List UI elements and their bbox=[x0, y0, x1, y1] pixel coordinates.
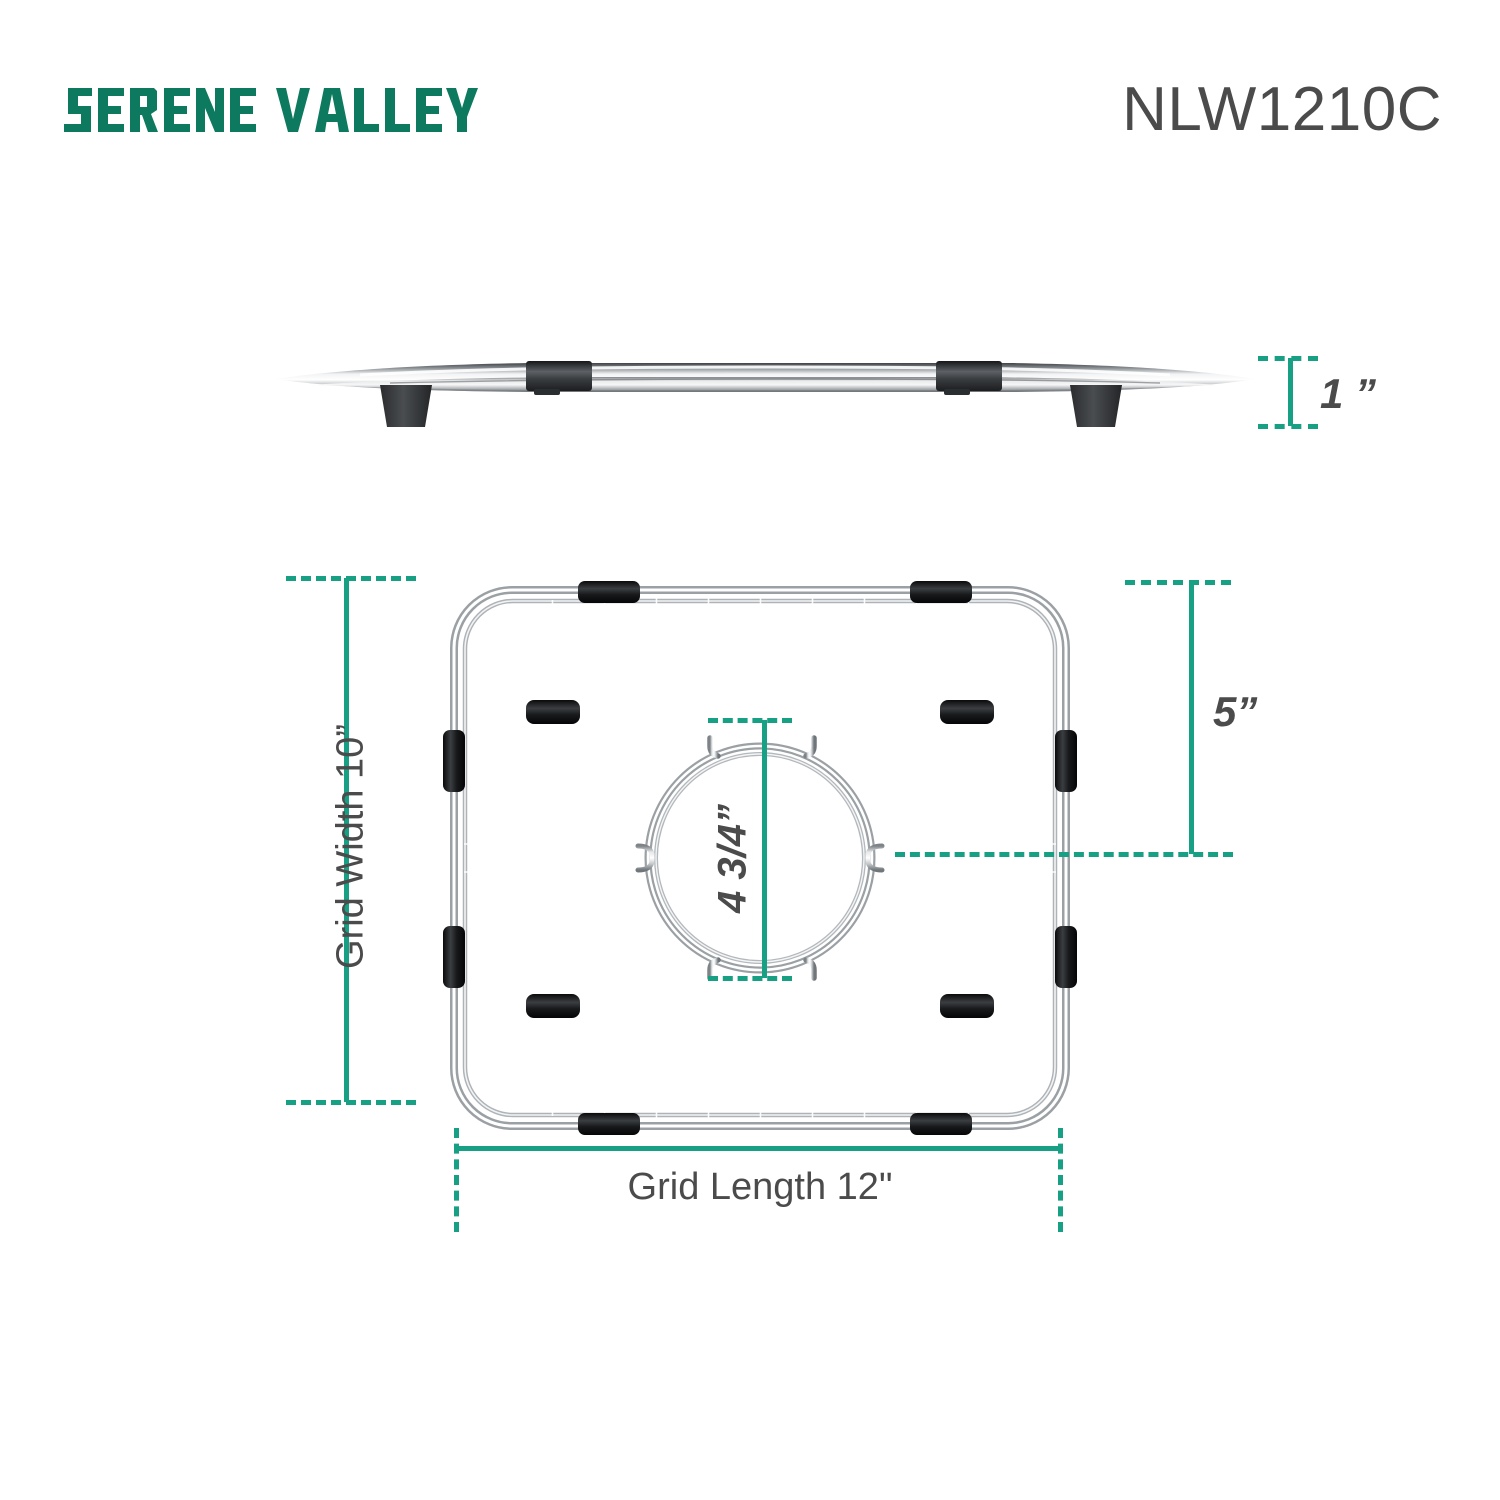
serene-valley-logo bbox=[58, 74, 478, 146]
dim-width-ext-top bbox=[286, 576, 416, 581]
dim-five-ext-bottom bbox=[895, 852, 1233, 857]
bumper-interior-top-right bbox=[940, 700, 994, 724]
model-number: NLW1210C bbox=[1122, 75, 1442, 144]
bumper-left-upper bbox=[443, 730, 465, 792]
dim-drain-line bbox=[762, 720, 767, 978]
dim-length-label: Grid Length 12" bbox=[627, 1166, 893, 1208]
dim-width-line bbox=[344, 578, 349, 1102]
dimension-grid-length: Grid Length 12" bbox=[440, 1128, 1090, 1248]
dim-drain-ext-bottom bbox=[708, 976, 792, 981]
side-profile-view bbox=[270, 335, 1260, 455]
bumper-left-lower bbox=[443, 926, 465, 988]
dimension-height: 1 ” bbox=[1258, 356, 1448, 432]
dim-height-line bbox=[1288, 358, 1293, 426]
dimension-drain-diameter: 4 3/4” bbox=[700, 718, 830, 998]
dim-height-label: 1 ” bbox=[1320, 370, 1377, 417]
dim-drain-label: 4 3/4” bbox=[710, 804, 755, 913]
dim-width-ext-bottom bbox=[286, 1100, 416, 1105]
dim-five-line bbox=[1189, 582, 1194, 854]
dim-five-label: 5” bbox=[1213, 688, 1258, 735]
bumper-top-right bbox=[910, 581, 972, 603]
top-plan-view bbox=[440, 578, 1080, 1138]
dim-five-ext-top bbox=[1125, 580, 1231, 585]
dim-width-label: Grid Width 10” bbox=[329, 724, 372, 969]
bumper-right-lower bbox=[1055, 926, 1077, 988]
bumper-interior-top-left bbox=[526, 700, 580, 724]
bumper-top-left bbox=[578, 581, 640, 603]
dim-drain-ext-top bbox=[708, 718, 792, 723]
dim-length-ext-right bbox=[1058, 1128, 1063, 1232]
bumper-interior-bottom-left bbox=[526, 994, 580, 1018]
dimension-grid-width: Grid Width 10” bbox=[286, 570, 436, 1130]
bumper-bottom-left bbox=[578, 1113, 640, 1135]
dim-height-ext-bottom bbox=[1258, 424, 1318, 429]
dim-length-line bbox=[456, 1146, 1060, 1151]
bumper-right-upper bbox=[1055, 730, 1077, 792]
dim-length-ext-left bbox=[454, 1128, 459, 1232]
dimension-drain-center-offset: 5” bbox=[895, 570, 1445, 870]
bumper-interior-bottom-right bbox=[940, 994, 994, 1018]
bumper-bottom-right bbox=[910, 1113, 972, 1135]
